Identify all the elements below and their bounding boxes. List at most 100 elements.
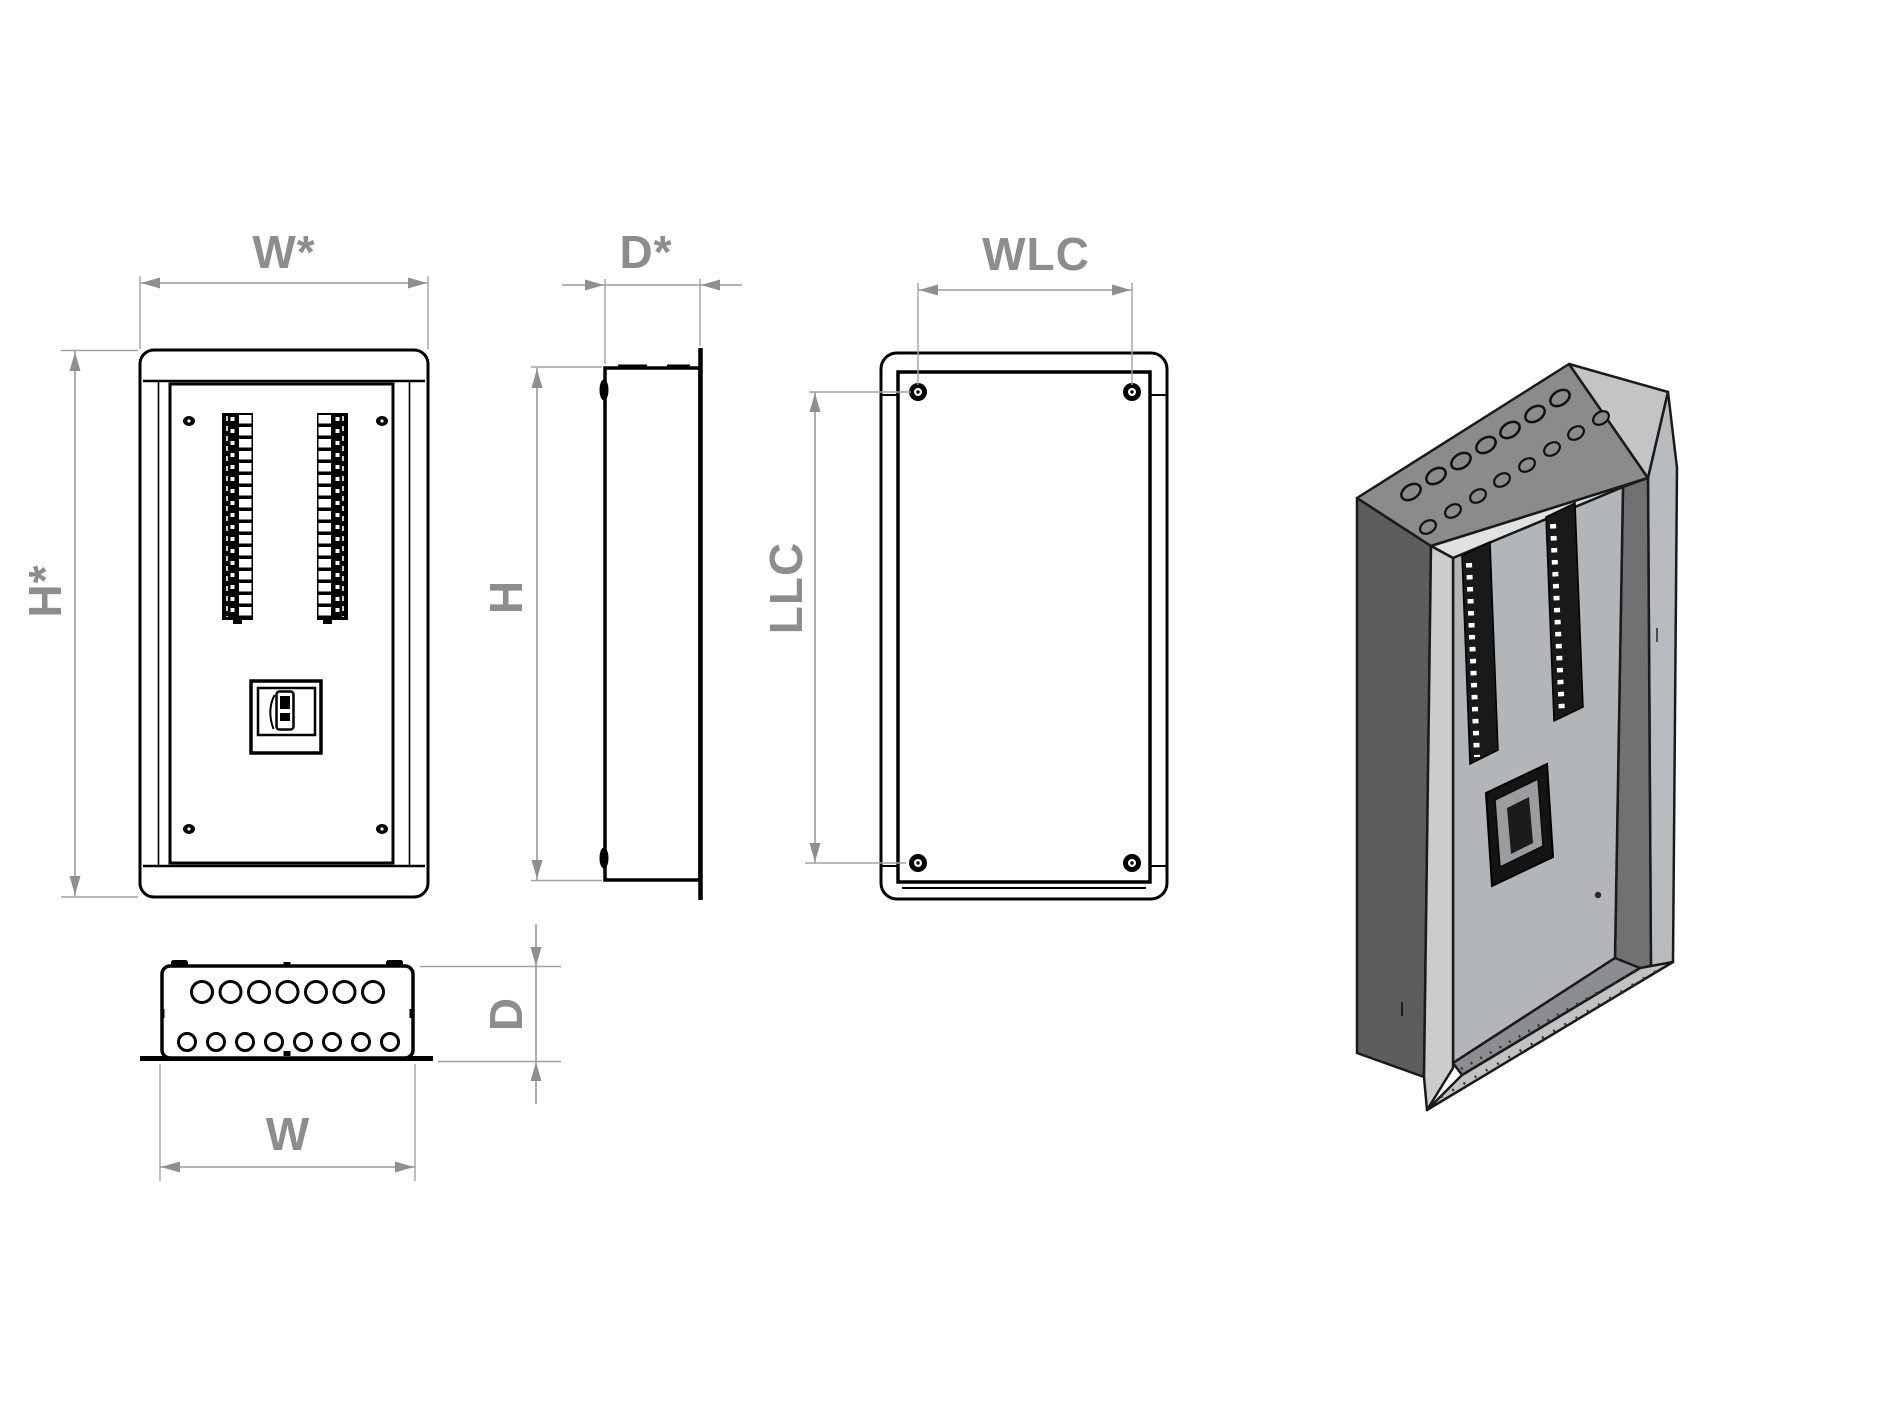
arrowhead: [809, 843, 821, 862]
mounting-hole-center: [916, 861, 920, 865]
mounting-holes: [909, 383, 1141, 872]
sill-rivet-row: [1460, 969, 1637, 1071]
breaker-strip-cells: [318, 415, 331, 616]
extension-line: [159, 1064, 416, 1181]
side-top-tab: [618, 364, 647, 370]
rear-flange-notches: [881, 394, 1167, 867]
knockout-hole: [264, 1032, 284, 1052]
iso-breaker-strip-right: [1545, 501, 1584, 723]
arrowhead: [530, 1062, 542, 1081]
knockout-hole: [275, 980, 300, 1004]
knockout-hole: [235, 1032, 255, 1052]
arrowhead: [809, 393, 821, 412]
extension-line: [917, 283, 1133, 385]
main-breaker-toggle-arc: [269, 694, 276, 730]
iso-knockouts-front-row: [1419, 410, 1610, 535]
side-top-tab: [667, 364, 690, 370]
knockout-hole: [1543, 441, 1561, 457]
bottom-body: [160, 964, 415, 1060]
hinge-bump: [599, 847, 609, 869]
screw-hole-center: [187, 419, 191, 423]
mounting-hole-center: [1130, 861, 1134, 865]
side-body: [603, 366, 702, 882]
mounting-hole-center: [916, 390, 920, 394]
rear-width-dimension: WLC: [917, 228, 1133, 385]
knockout-hole: [1469, 488, 1487, 504]
rear-height-label: LLC: [760, 542, 812, 634]
knockout-hole: [1567, 425, 1585, 441]
knockout-hole: [1524, 404, 1546, 424]
breaker-teeth: [1550, 523, 1565, 715]
bottom-view: [140, 960, 433, 1061]
extension-line: [420, 965, 561, 1063]
edge-bump: [160, 1009, 165, 1018]
breaker-strip-tab: [323, 620, 332, 624]
knockout-hole: [1493, 472, 1511, 488]
panel-screw-dot: [1594, 891, 1602, 899]
knockout-holes-large: [190, 980, 385, 1004]
arrowhead: [531, 369, 543, 388]
knockout-hole: [1419, 519, 1437, 535]
side-view: [599, 348, 703, 900]
breaker-strip-3d: [1461, 540, 1499, 766]
extension-line: [61, 349, 138, 898]
knockout-hole: [177, 1032, 197, 1052]
side-height-label: H: [480, 580, 532, 614]
interior-bottom-sill: [1451, 956, 1642, 1077]
knockout-hole: [218, 980, 243, 1004]
knockout-hole: [206, 1032, 226, 1052]
flange-right-strip: [1646, 390, 1679, 975]
bottom-depth-dimension: D: [420, 924, 561, 1104]
knockout-hole: [293, 1032, 313, 1052]
mounting-tab: [386, 960, 403, 967]
arrowhead: [408, 277, 427, 289]
front-width-label: W*: [252, 226, 315, 278]
front-width-dimension: W*: [139, 226, 429, 349]
front-height-dimension: H*: [19, 349, 138, 898]
edge-bump: [409, 1009, 414, 1018]
knockout-holes-small: [177, 1032, 400, 1052]
main-breaker: [249, 679, 323, 755]
knockout-hole: [1444, 503, 1462, 519]
arrowhead: [530, 947, 542, 966]
knockout-hole: [1549, 388, 1571, 408]
front-view: [138, 348, 430, 899]
knockout-hole: [190, 980, 214, 1004]
screw-hole-center: [187, 827, 191, 831]
knockout-hole: [1499, 420, 1521, 440]
breaker-strip-tab: [233, 620, 242, 624]
arrowhead: [1112, 284, 1131, 296]
rear-width-label: WLC: [982, 228, 1090, 280]
breaker-strip-right: [317, 413, 348, 624]
main-breaker-handle: [280, 696, 290, 709]
arrowhead: [531, 860, 543, 879]
side-depth-label: D*: [619, 226, 672, 278]
arrowhead: [69, 352, 81, 371]
knockout-hole: [322, 1032, 342, 1052]
extension-line: [531, 366, 602, 882]
bottom-width-dimension: W: [159, 1064, 416, 1181]
knockout-hole: [361, 980, 385, 1004]
front-door-panel: [168, 382, 395, 865]
knockout-hole: [1425, 466, 1447, 486]
rear-height-dimension: LLC: [760, 391, 911, 864]
extension-line: [604, 279, 701, 364]
side-height-dimension: H: [480, 366, 602, 882]
edge-bump: [283, 1051, 291, 1056]
knockout-hole: [1475, 435, 1497, 455]
knockout-hole: [247, 980, 271, 1004]
bottom-depth-label: D: [480, 997, 532, 1031]
breaker-strip-left: [222, 413, 253, 624]
knockout-hole: [351, 1032, 371, 1052]
main-breaker-3d-handle: [1507, 797, 1533, 854]
knockout-hole: [380, 1032, 400, 1052]
hinge-bump: [599, 379, 609, 401]
edge-bump: [283, 962, 291, 967]
knockout-hole: [1518, 457, 1536, 473]
arrowhead: [395, 1161, 414, 1173]
knockout-hole: [1400, 482, 1422, 502]
arrowhead: [585, 279, 604, 291]
breaker-strip-terminals: [230, 417, 235, 612]
iso-breaker-strip-left: [1461, 540, 1499, 766]
